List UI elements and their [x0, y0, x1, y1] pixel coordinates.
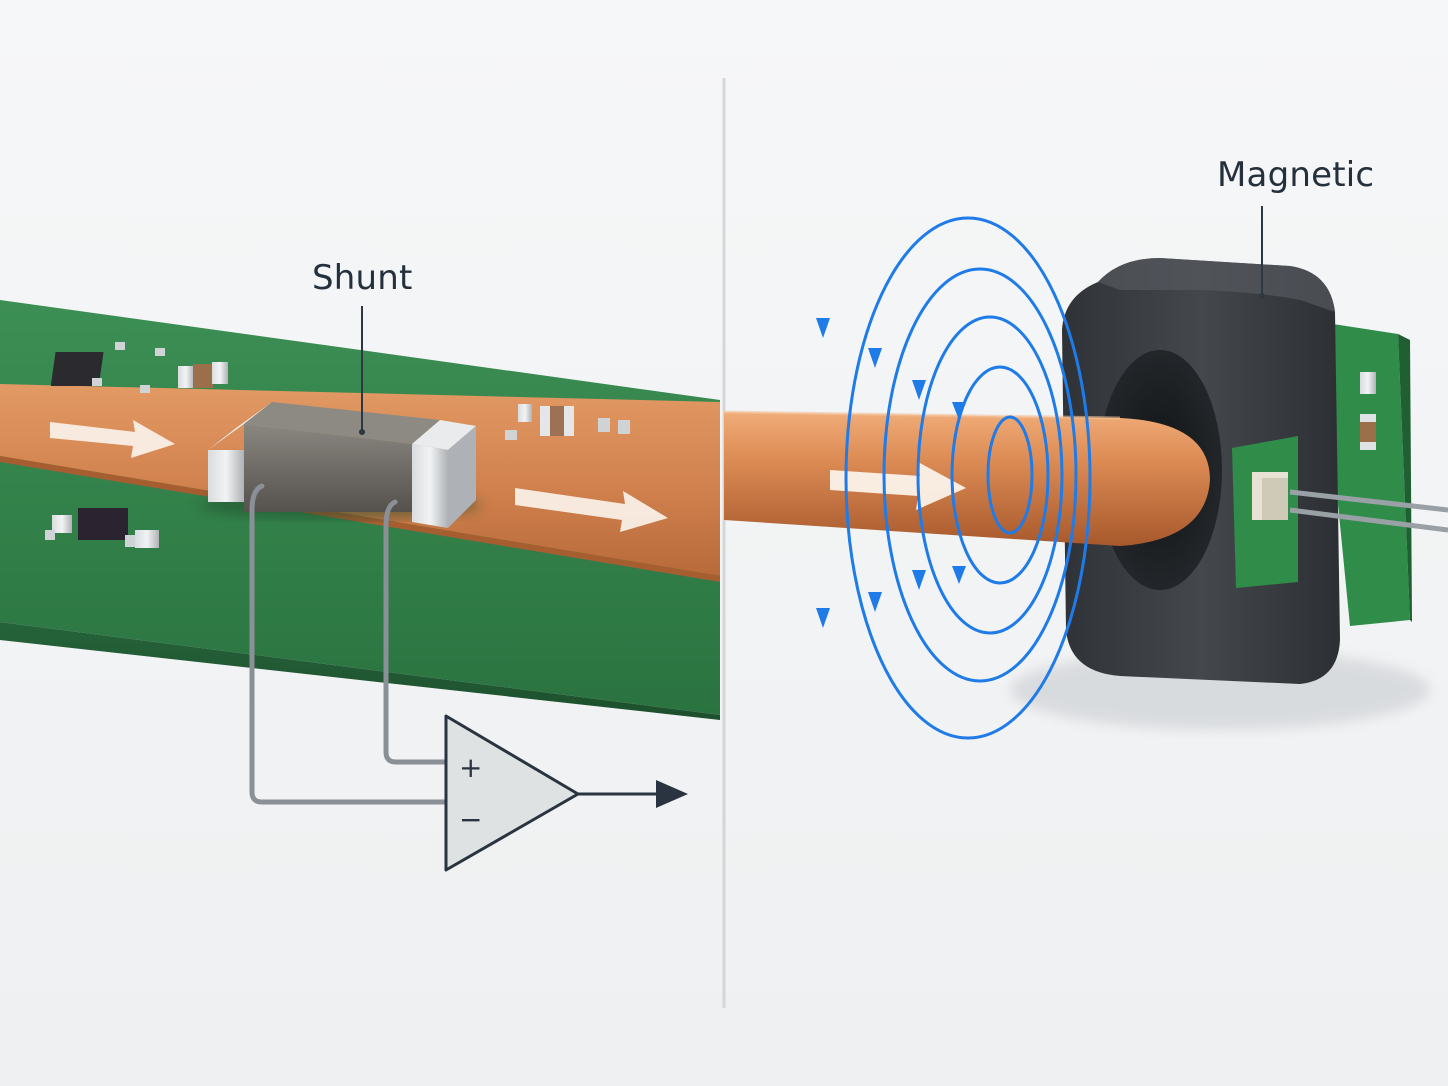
magnetic-field-lines [844, 216, 1092, 740]
chevron-down-icon [816, 318, 966, 628]
shunt-resistor [200, 402, 480, 528]
right-arrow-icon [515, 488, 668, 532]
smd-ic-bottom [45, 508, 159, 548]
right-arrow-icon [830, 462, 966, 510]
smd-capacitor-top [178, 362, 228, 388]
hall-sensor [1232, 436, 1298, 588]
shunt-panel [0, 300, 720, 872]
sensor-pcb [1320, 322, 1412, 626]
magnetic-leader-dot [1259, 293, 1265, 299]
smd-capacitor-right [505, 404, 630, 440]
minus-input-label: − [459, 803, 483, 836]
magnetic-panel [723, 206, 1448, 740]
output-arrow [578, 780, 688, 808]
smd-ic-top [50, 342, 165, 393]
amplifier-triangle [444, 714, 580, 872]
right-arrow-icon [50, 420, 175, 458]
sensor-leads [1289, 489, 1448, 533]
magnetic-label: Magnetic [1217, 155, 1375, 195]
plus-input-label: + [459, 751, 483, 784]
sense-wires [249, 483, 449, 805]
shunt-label: Shunt [312, 258, 413, 298]
